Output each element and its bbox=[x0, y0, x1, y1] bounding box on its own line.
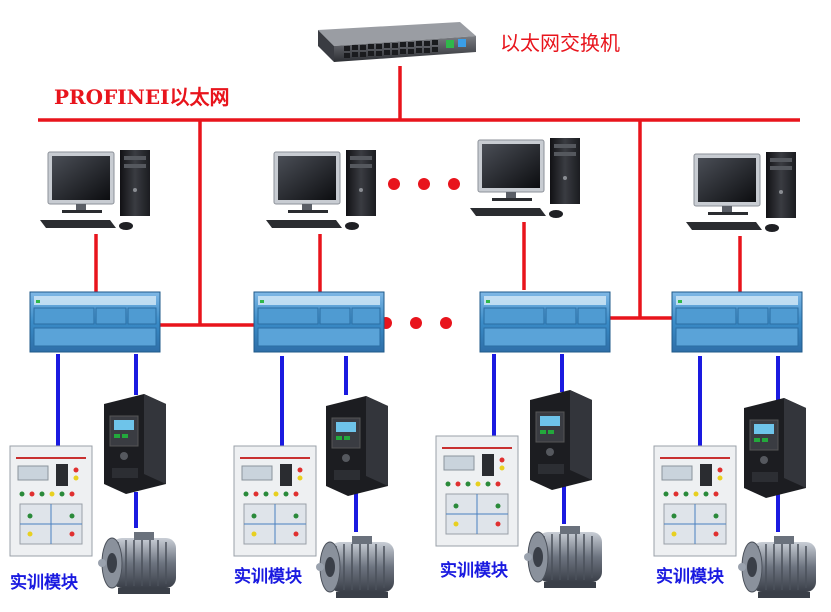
network-label: PROFINEI以太网 bbox=[54, 85, 230, 109]
ellipsis-plcs bbox=[380, 317, 452, 329]
motor-icon bbox=[315, 535, 395, 599]
training-module-icon bbox=[233, 445, 317, 557]
plc-icon bbox=[671, 291, 803, 353]
module-label: 实训模块 bbox=[234, 566, 303, 587]
motor-icon bbox=[97, 531, 177, 595]
training-module-icon bbox=[9, 445, 93, 557]
computer-icon bbox=[469, 137, 581, 219]
training-module-icon bbox=[435, 435, 519, 547]
ellipsis-computers bbox=[388, 178, 460, 190]
ethernet-switch-icon bbox=[318, 22, 476, 62]
training-module-icon bbox=[653, 445, 737, 557]
motor-icon bbox=[523, 525, 603, 589]
field-wiring bbox=[56, 354, 780, 532]
plc-icon bbox=[29, 291, 161, 353]
plc-icon bbox=[253, 291, 385, 353]
inverter-icon bbox=[103, 393, 167, 495]
plc-icon bbox=[479, 291, 611, 353]
ethernet-wiring bbox=[38, 66, 800, 327]
inverter-icon bbox=[325, 395, 389, 497]
computer-icon bbox=[265, 149, 377, 231]
inverter-icon bbox=[529, 389, 593, 491]
module-label: 实训模块 bbox=[656, 566, 725, 587]
computer-icon bbox=[39, 149, 151, 231]
switch-label: 以太网交换机 bbox=[500, 31, 620, 55]
motor-icon bbox=[737, 535, 817, 599]
module-label: 实训模块 bbox=[440, 560, 509, 581]
computer-icon bbox=[685, 151, 797, 233]
module-label: 实训模块 bbox=[10, 572, 79, 593]
inverter-icon bbox=[743, 397, 807, 499]
